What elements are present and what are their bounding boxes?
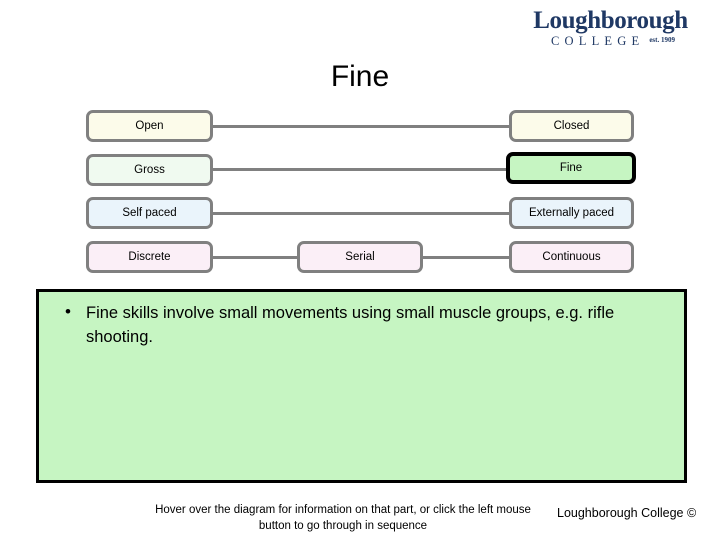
list-item: Fine skills involve small movements usin… [53, 300, 670, 349]
logo-wordmark: Loughborough [533, 7, 688, 34]
node-serial[interactable]: Serial [297, 241, 423, 273]
connector-row-4-right [422, 256, 510, 259]
page-title: Fine [330, 60, 390, 93]
node-fine[interactable]: Fine [506, 152, 636, 184]
information-panel: Fine skills involve small movements usin… [36, 289, 687, 483]
logo-college-text: COLLEGE [550, 34, 645, 48]
node-externally-paced[interactable]: Externally paced [509, 197, 634, 229]
connector-row-3 [212, 212, 510, 215]
logo-established-text: est. 1909 [649, 36, 675, 44]
loughborough-college-logo: Loughborough COLLEGE est. 1909 [513, 8, 708, 50]
connector-row-4-left [212, 256, 298, 259]
connector-row-2 [212, 168, 510, 171]
node-closed[interactable]: Closed [509, 110, 634, 142]
footer: Hover over the diagram for information o… [0, 500, 720, 540]
node-self-paced[interactable]: Self paced [86, 197, 213, 229]
node-open[interactable]: Open [86, 110, 213, 142]
node-gross[interactable]: Gross [86, 154, 213, 186]
footer-hint-text: Hover over the diagram for information o… [155, 504, 531, 532]
logo-subtitle-row: COLLEGE est. 1909 [513, 35, 708, 48]
bullet-list: Fine skills involve small movements usin… [53, 300, 670, 349]
footer-copyright-text: Loughborough College © [557, 506, 697, 520]
node-continuous[interactable]: Continuous [509, 241, 634, 273]
node-discrete[interactable]: Discrete [86, 241, 213, 273]
connector-row-1 [212, 125, 510, 128]
